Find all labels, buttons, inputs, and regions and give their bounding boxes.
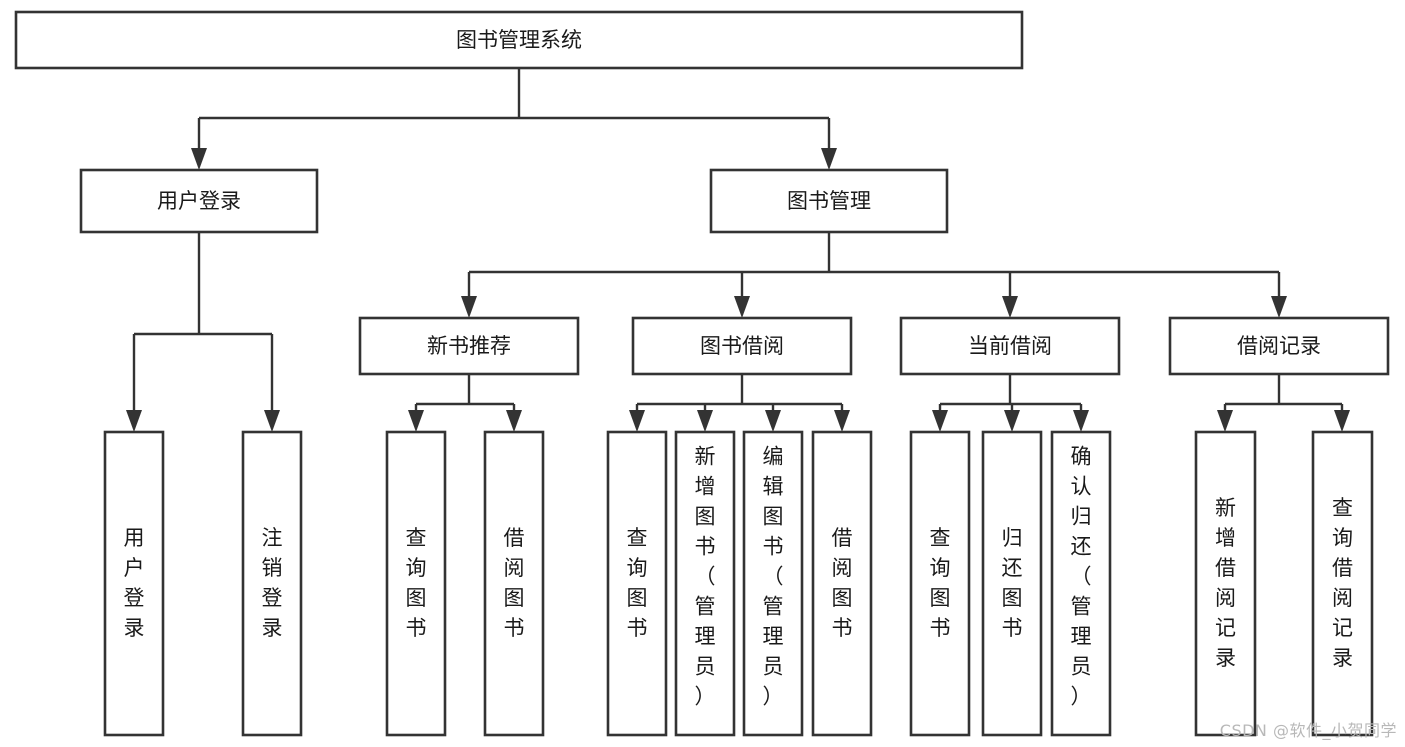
node-box-leaf-cur-return[interactable] [981, 430, 1043, 737]
arrow-head-icon [126, 410, 142, 432]
node-leaf-borrow-edit[interactable]: 编辑图书（管理员） [742, 430, 804, 737]
node-box-records[interactable] [1168, 316, 1390, 376]
node-box-leaf-rec-search[interactable] [1311, 430, 1374, 737]
node-leaf-new-search[interactable]: 查询图书 [385, 430, 447, 737]
node-label-leaf-new-borrow: 借阅图书 [504, 526, 525, 640]
node-box-newbook[interactable] [358, 316, 580, 376]
arrow-head-icon [629, 410, 645, 432]
node-label-leaf-rec-add: 新增借阅记录 [1215, 496, 1236, 670]
arrow-head-icon [932, 410, 948, 432]
node-newbook[interactable]: 新书推荐 [358, 316, 580, 376]
connector-root-to-level2 [191, 68, 837, 170]
node-box-login[interactable] [79, 168, 319, 234]
arrow-head-icon [697, 410, 713, 432]
node-label-leaf-cur-confirm: 确认归还（管理员） [1071, 445, 1092, 709]
node-box-current[interactable] [899, 316, 1121, 376]
node-box-leaf-cur-confirm[interactable] [1050, 430, 1112, 737]
node-leaf-borrow-lend[interactable]: 借阅图书 [811, 430, 873, 737]
connector-bookmgmt-to-level3 [461, 232, 1287, 318]
node-label-bookmgmt: 图书管理 [787, 189, 871, 213]
node-box-leaf-user-login[interactable] [103, 430, 165, 737]
node-layer: 图书管理系统用户登录图书管理新书推荐图书借阅当前借阅借阅记录用户登录注销登录查询… [14, 10, 1390, 737]
node-label-leaf-cur-search: 查询图书 [930, 526, 951, 640]
node-leaf-rec-add[interactable]: 新增借阅记录 [1194, 430, 1257, 737]
node-label-borrow: 图书借阅 [700, 334, 784, 358]
node-box-leaf-borrow-add[interactable] [674, 430, 736, 737]
node-box-leaf-borrow-edit[interactable] [742, 430, 804, 737]
arrow-head-icon [1004, 410, 1020, 432]
arrow-head-icon [1217, 410, 1233, 432]
node-label-leaf-rec-search: 查询借阅记录 [1332, 496, 1353, 670]
node-leaf-borrow-search[interactable]: 查询图书 [606, 430, 668, 737]
node-box-root[interactable] [14, 10, 1024, 70]
arrow-head-icon [1334, 410, 1350, 432]
node-box-leaf-borrow-lend[interactable] [811, 430, 873, 737]
csdn-watermark: CSDN @软件_小贺同学 [1219, 721, 1397, 740]
node-label-records: 借阅记录 [1237, 334, 1321, 358]
connector-borrow-to-leaves [629, 374, 850, 432]
node-label-leaf-borrow-search: 查询图书 [627, 526, 648, 640]
node-label-leaf-borrow-lend: 借阅图书 [832, 526, 853, 640]
node-leaf-borrow-add[interactable]: 新增图书（管理员） [674, 430, 736, 737]
arrow-head-icon [264, 410, 280, 432]
node-label-leaf-cur-return: 归还图书 [1002, 526, 1023, 640]
arrow-head-icon [1271, 296, 1287, 318]
arrow-head-icon [734, 296, 750, 318]
connector-records-to-leaves [1217, 374, 1350, 432]
node-label-leaf-borrow-edit: 编辑图书（管理员） [763, 445, 784, 709]
arrow-head-icon [1002, 296, 1018, 318]
node-label-leaf-user-logout: 注销登录 [262, 526, 283, 640]
node-box-bookmgmt[interactable] [709, 168, 949, 234]
node-label-root: 图书管理系统 [456, 28, 582, 52]
node-current[interactable]: 当前借阅 [899, 316, 1121, 376]
arrow-head-icon [821, 148, 837, 170]
node-label-current: 当前借阅 [968, 334, 1052, 358]
node-bookmgmt[interactable]: 图书管理 [709, 168, 949, 234]
node-box-leaf-cur-search[interactable] [909, 430, 971, 737]
connector-newbook-to-leaves [408, 374, 522, 432]
connector-login-to-leaves [126, 232, 280, 432]
node-label-login: 用户登录 [157, 189, 241, 213]
node-box-leaf-user-logout[interactable] [241, 430, 303, 737]
node-box-leaf-new-search[interactable] [385, 430, 447, 737]
arrow-head-icon [506, 410, 522, 432]
arrow-head-icon [834, 410, 850, 432]
arrow-head-icon [765, 410, 781, 432]
node-label-leaf-user-login: 用户登录 [124, 526, 145, 640]
arrow-head-icon [191, 148, 207, 170]
node-login[interactable]: 用户登录 [79, 168, 319, 234]
node-leaf-rec-search[interactable]: 查询借阅记录 [1311, 430, 1374, 737]
node-box-borrow[interactable] [631, 316, 853, 376]
node-label-leaf-borrow-add: 新增图书（管理员） [695, 445, 716, 709]
node-label-newbook: 新书推荐 [427, 334, 511, 358]
node-leaf-new-borrow[interactable]: 借阅图书 [483, 430, 545, 737]
connector-current-to-leaves [932, 374, 1089, 432]
node-box-leaf-new-borrow[interactable] [483, 430, 545, 737]
node-borrow[interactable]: 图书借阅 [631, 316, 853, 376]
node-leaf-user-logout[interactable]: 注销登录 [241, 430, 303, 737]
arrow-head-icon [461, 296, 477, 318]
connector-layer [126, 68, 1350, 432]
node-leaf-cur-search[interactable]: 查询图书 [909, 430, 971, 737]
node-root[interactable]: 图书管理系统 [14, 10, 1024, 70]
node-records[interactable]: 借阅记录 [1168, 316, 1390, 376]
node-leaf-cur-return[interactable]: 归还图书 [981, 430, 1043, 737]
arrow-head-icon [408, 410, 424, 432]
node-label-leaf-new-search: 查询图书 [406, 526, 427, 640]
node-leaf-cur-confirm[interactable]: 确认归还（管理员） [1050, 430, 1112, 737]
node-leaf-user-login[interactable]: 用户登录 [103, 430, 165, 737]
node-box-leaf-rec-add[interactable] [1194, 430, 1257, 737]
node-box-leaf-borrow-search[interactable] [606, 430, 668, 737]
arrow-head-icon [1073, 410, 1089, 432]
